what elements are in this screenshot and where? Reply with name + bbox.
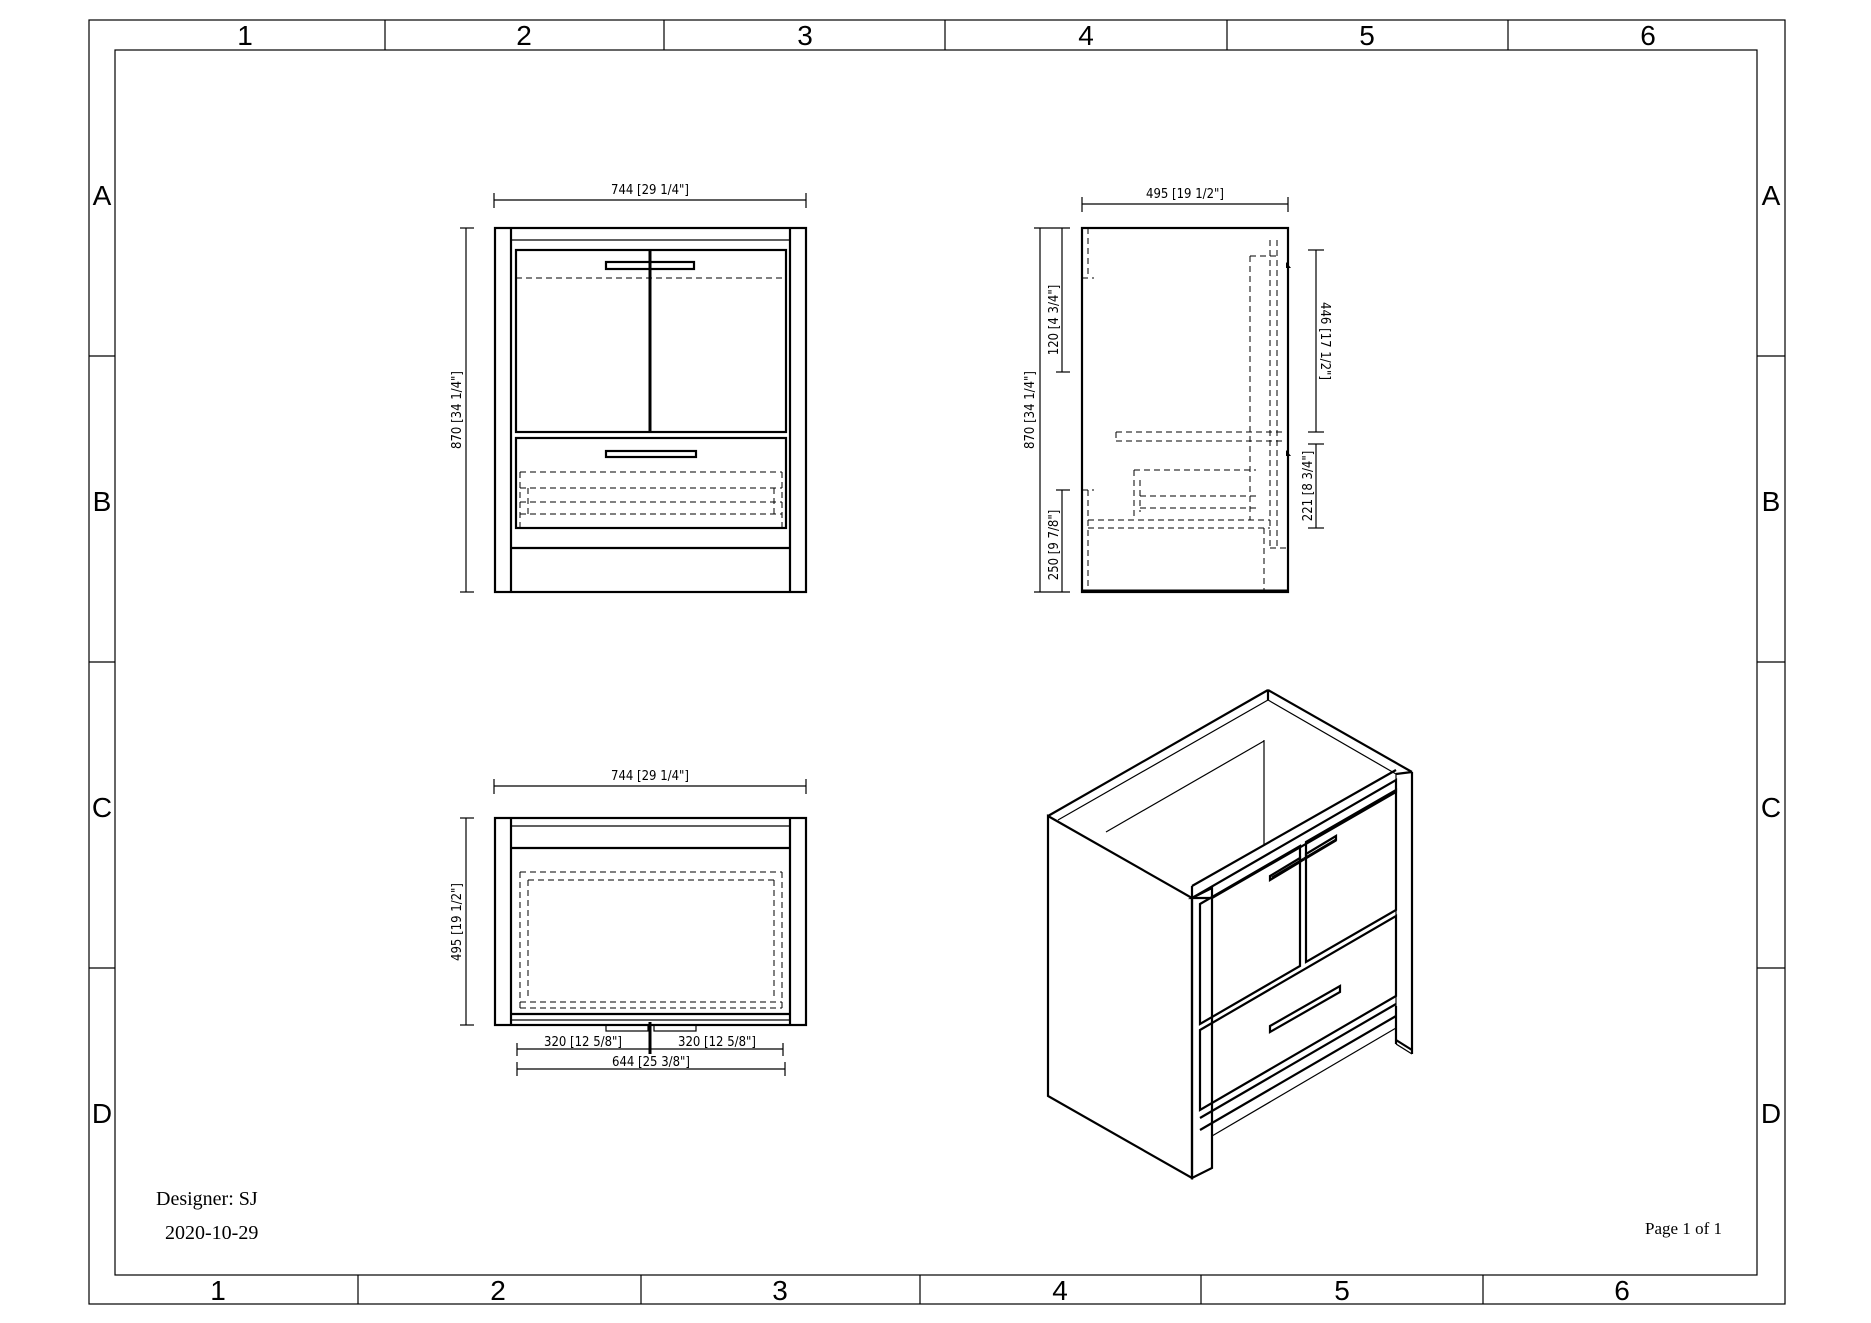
title-block: Designer: SJ 2020-10-29 Page 1 of 1 bbox=[156, 1188, 1722, 1244]
zone-row-right-d: D bbox=[1761, 1098, 1781, 1129]
zone-row-left-d: D bbox=[92, 1098, 112, 1129]
page-number-label: Page 1 of 1 bbox=[1645, 1219, 1722, 1238]
side-top-dimension: 120 [4 3/4"] bbox=[1047, 285, 1062, 356]
top-view: 744 [29 1/4"] 495 [19 1/2"] 320 [12 5/8"… bbox=[450, 769, 808, 1076]
top-left-dimension: 320 [12 5/8"] bbox=[544, 1035, 622, 1050]
zone-row-left-a: A bbox=[93, 180, 112, 211]
zone-col-top-3: 3 bbox=[797, 20, 813, 51]
sheet-border bbox=[88, 19, 1786, 1305]
zone-col-top-1: 1 bbox=[237, 20, 253, 51]
zone-labels: 1 2 3 4 5 6 1 2 3 4 5 6 A B C D A B C D bbox=[92, 20, 1781, 1306]
top-inner-dimension: 644 [25 3/8"] bbox=[612, 1055, 690, 1070]
side-height-dimension: 870 [34 1/4"] bbox=[1023, 371, 1038, 449]
zone-col-bottom-3: 3 bbox=[772, 1275, 788, 1306]
zone-col-bottom-5: 5 bbox=[1334, 1275, 1350, 1306]
zone-col-bottom-2: 2 bbox=[490, 1275, 506, 1306]
top-right-dimension: 320 [12 5/8"] bbox=[678, 1035, 756, 1050]
zone-col-top-4: 4 bbox=[1078, 20, 1094, 51]
top-width-dimension: 744 [29 1/4"] bbox=[611, 769, 689, 784]
zone-row-left-c: C bbox=[92, 792, 112, 823]
zone-row-right-a: A bbox=[1762, 180, 1781, 211]
side-drawer-dimension: 221 [8 3/4"] bbox=[1301, 451, 1316, 522]
front-view: 744 [29 1/4"] 870 [34 1/4"] bbox=[450, 183, 808, 594]
zone-row-right-b: B bbox=[1762, 486, 1781, 517]
date-label: 2020-10-29 bbox=[165, 1222, 258, 1244]
zone-col-bottom-1: 1 bbox=[210, 1275, 226, 1306]
front-height-dimension: 870 [34 1/4"] bbox=[450, 371, 465, 449]
zone-col-top-6: 6 bbox=[1640, 20, 1656, 51]
zone-col-bottom-6: 6 bbox=[1614, 1275, 1630, 1306]
zone-col-bottom-4: 4 bbox=[1052, 1275, 1068, 1306]
side-bottom-dimension: 250 [9 7/8"] bbox=[1047, 510, 1062, 581]
isometric-view bbox=[1046, 689, 1414, 1180]
zone-row-right-c: C bbox=[1761, 792, 1781, 823]
zone-row-left-b: B bbox=[93, 486, 112, 517]
side-door-dimension: 446 [17 1/2"] bbox=[1317, 302, 1332, 380]
side-depth-dimension: 495 [19 1/2"] bbox=[1146, 187, 1224, 202]
top-depth-dimension: 495 [19 1/2"] bbox=[450, 883, 465, 961]
side-view: 495 [19 1/2"] 870 [34 1/4"] 120 [4 3/4"]… bbox=[1023, 187, 1332, 594]
zone-col-top-2: 2 bbox=[516, 20, 532, 51]
front-width-dimension: 744 [29 1/4"] bbox=[611, 183, 689, 198]
zone-col-top-5: 5 bbox=[1359, 20, 1375, 51]
designer-label: Designer: SJ bbox=[156, 1188, 258, 1210]
